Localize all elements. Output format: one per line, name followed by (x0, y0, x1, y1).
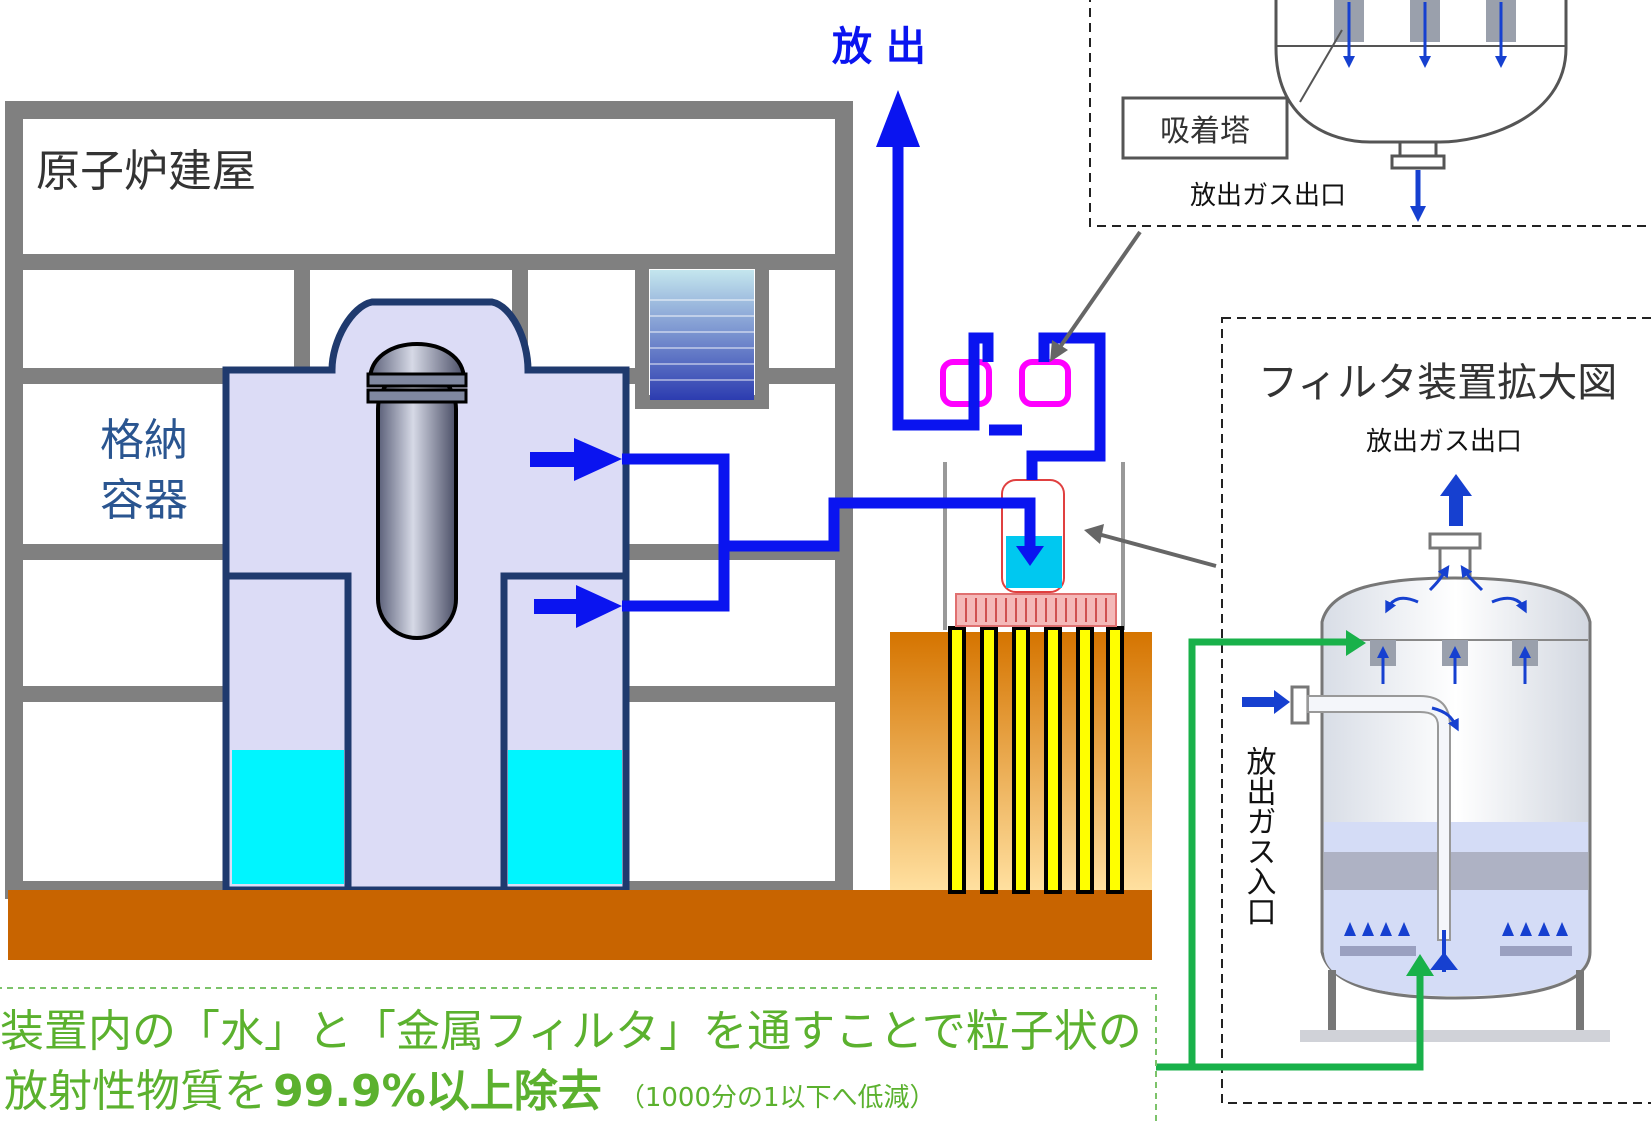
filter-enlarged-view: フィルタ装置拡大図 放出ガス出口 (1221, 317, 1651, 1104)
filter-outlet-label: 放出ガス出口 (1366, 427, 1522, 457)
caption-line2-small: （1000分の1以下へ低減） (619, 1083, 936, 1113)
vent-flow-path (622, 140, 1106, 612)
caption-line1: 装置内の「水」と「金属フィルタ」を通すことで粒子状の (0, 1006, 1142, 1057)
filter-vent-site (890, 359, 1152, 894)
caption-line2-prefix: 放射性物質を (4, 1066, 268, 1117)
pointer-filter (1097, 532, 1217, 568)
filter-inlet-label: 放出ガス入口 (1241, 746, 1277, 926)
green-connector (1156, 638, 1424, 1071)
flow-arrows (530, 90, 1044, 628)
caption-line2: 放射性物質を 99.9%以上除去 （1000分の1以下へ低減） (4, 1066, 936, 1117)
adsorption-tower-label: 吸着塔 (1160, 114, 1250, 149)
reactor-pressure-vessel (366, 342, 468, 640)
containment-label-line2: 容器 (100, 475, 188, 526)
caption-line2-bold: 99.9%以上除去 (273, 1066, 602, 1117)
pointer-adsorption (1056, 230, 1142, 352)
containment-label-line1: 格納 (100, 415, 188, 466)
caption-box: 装置内の「水」と「金属フィルタ」を通すことで粒子状の 放射性物質を 99.9%以… (0, 987, 1157, 1121)
reactor-building-label: 原子炉建屋 (36, 146, 256, 197)
outlet-top-label: 放出ガス出口 (1190, 181, 1346, 211)
release-label: 放 出 (832, 24, 926, 70)
adsorption-tower-detail: 吸着塔 放出ガス出口 (1089, 0, 1651, 227)
filter-enlarged-title: フィルタ装置拡大図 (1258, 360, 1617, 406)
ground-slab (8, 890, 1152, 960)
